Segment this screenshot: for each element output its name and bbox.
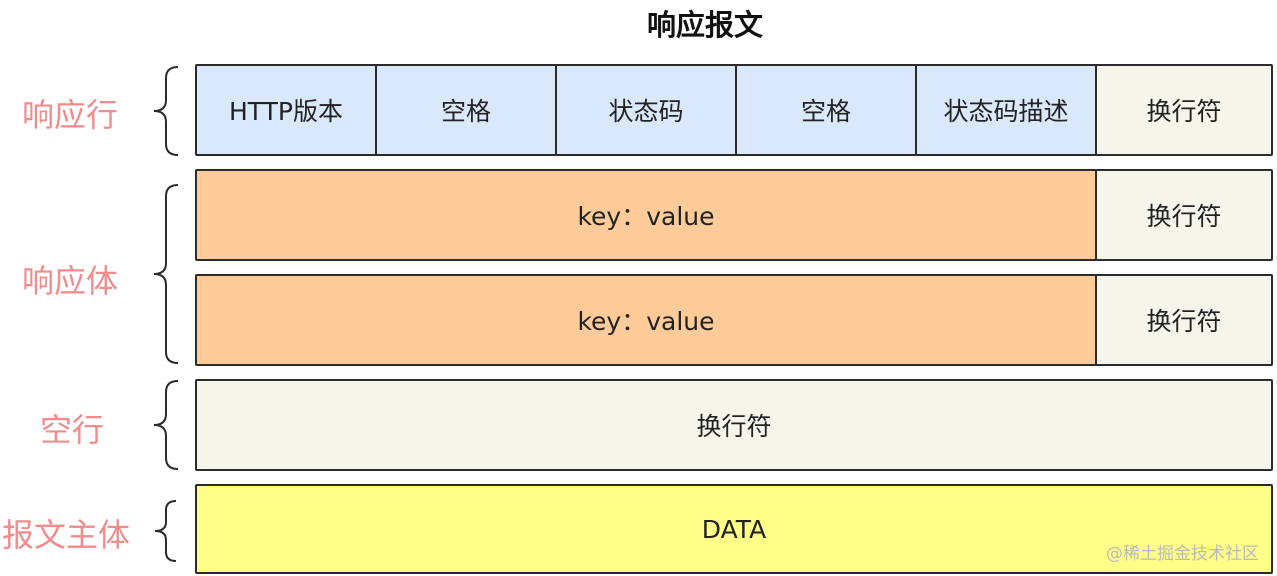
cell-newline-status: 换行符 bbox=[1095, 64, 1273, 156]
cell-status-code: 状态码 bbox=[555, 64, 737, 156]
diagram-title: 响应报文 bbox=[646, 8, 763, 42]
cell-header-field-2: key：value bbox=[195, 274, 1097, 366]
cell-header-field-1: key：value bbox=[195, 169, 1097, 261]
cell-space-1: 空格 bbox=[375, 64, 557, 156]
label-headers: 响应体 bbox=[22, 262, 119, 300]
cell-status-text: 状态码描述 bbox=[915, 64, 1097, 156]
brace-blank-line bbox=[153, 380, 179, 470]
cell-newline-header-1: 换行符 bbox=[1095, 169, 1273, 261]
cell-newline-blank: 换行符 bbox=[195, 379, 1273, 471]
cell-newline-header-2: 换行符 bbox=[1095, 274, 1273, 366]
cell-space-2: 空格 bbox=[735, 64, 917, 156]
label-body: 报文主体 bbox=[2, 516, 131, 554]
brace-body bbox=[154, 500, 177, 562]
label-blank-line: 空行 bbox=[40, 411, 105, 449]
cell-http-version: HTTP版本 bbox=[195, 64, 377, 156]
brace-status-line bbox=[153, 66, 179, 156]
label-status-line: 响应行 bbox=[22, 96, 119, 134]
watermark: @稀土掘金技术社区 bbox=[1106, 544, 1259, 564]
cell-data: DATA bbox=[195, 484, 1273, 574]
brace-headers bbox=[153, 184, 179, 364]
